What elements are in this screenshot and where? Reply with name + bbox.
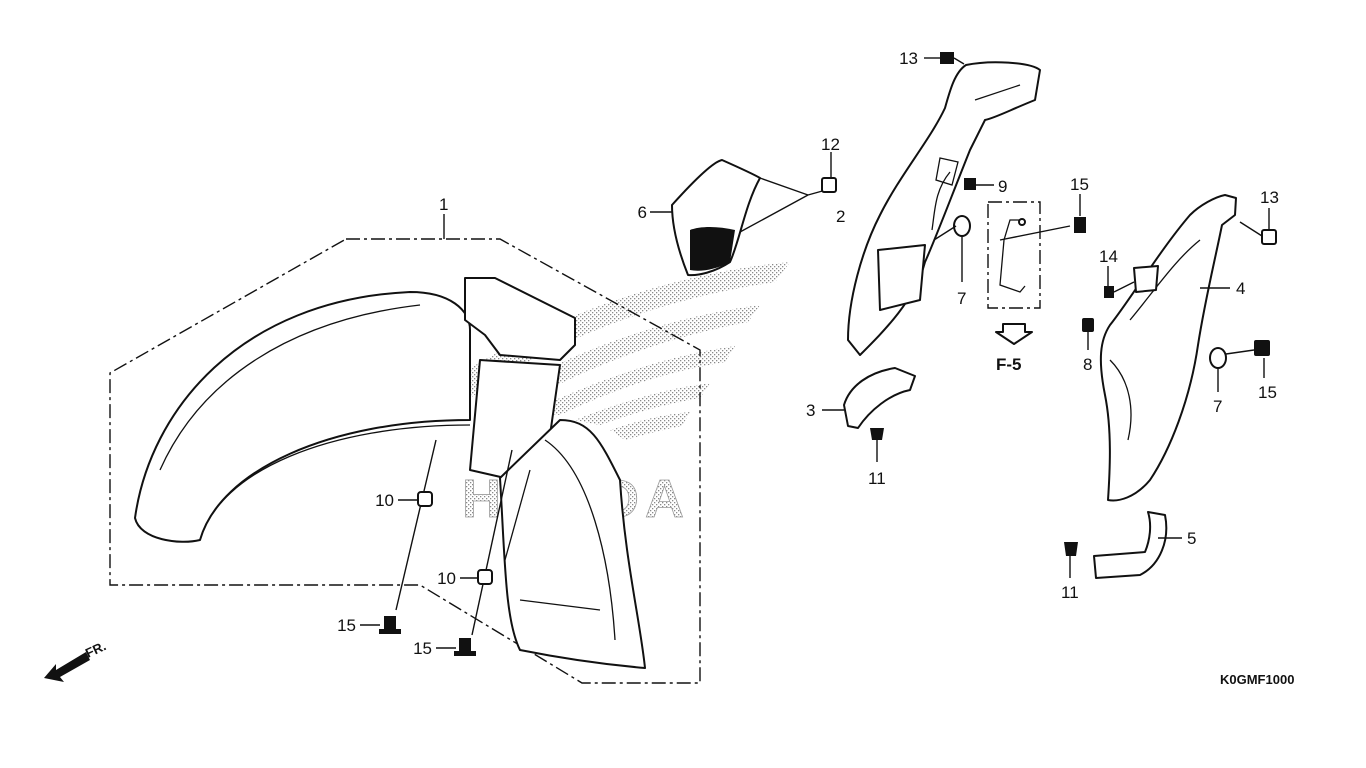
direction-label: FR. <box>83 638 108 660</box>
screw-11-left <box>870 428 884 462</box>
screw-11-right <box>1064 542 1078 578</box>
callout-8: 8 <box>1083 355 1092 374</box>
nut-10-upper <box>417 491 433 507</box>
bolt-15-center <box>454 638 476 656</box>
callout-1: 1 <box>439 195 448 214</box>
bolt-13-top <box>924 52 965 65</box>
inner-cover-left <box>822 367 916 429</box>
leaders-fender <box>360 214 513 649</box>
callout-9: 9 <box>998 177 1007 196</box>
nut-10-lower <box>477 569 493 585</box>
side-cover-left <box>847 61 1041 356</box>
front-direction-arrow <box>44 652 90 682</box>
clip-12 <box>821 152 837 193</box>
callout-6: 6 <box>638 203 647 222</box>
reference-label: F-5 <box>996 355 1022 374</box>
callout-15-right-upper: 15 <box>1070 175 1089 194</box>
bolt-15-right-upper <box>1074 194 1086 233</box>
side-cover-right <box>1099 194 1237 502</box>
callout-7-right: 7 <box>1213 397 1222 416</box>
bolt-15-left <box>379 616 401 634</box>
callout-13-right: 13 <box>1260 188 1279 207</box>
callout-7-left: 7 <box>957 289 966 308</box>
f5-arrow <box>995 323 1033 345</box>
callout-11-left: 11 <box>868 469 886 488</box>
washer-7-left <box>933 215 971 282</box>
front-fender <box>134 277 646 669</box>
diagram-code: K0GMF1000 <box>1220 672 1294 687</box>
callout-15-right-lower: 15 <box>1258 383 1277 402</box>
washer-7-right <box>1209 347 1255 392</box>
clip-9 <box>964 178 994 190</box>
screw-14 <box>1104 266 1135 298</box>
callout-2: 2 <box>836 207 845 226</box>
callout-12: 12 <box>821 135 840 154</box>
bolt-13-right <box>1239 208 1277 245</box>
clip-8 <box>1082 318 1094 350</box>
inner-cover-right <box>1093 511 1182 579</box>
fender-group-boundary <box>109 238 701 684</box>
front-emblem <box>650 159 827 277</box>
callout-15-center: 15 <box>413 639 432 658</box>
callout-11-right: 11 <box>1061 583 1079 602</box>
callout-10-lower: 10 <box>437 569 456 588</box>
callout-5: 5 <box>1187 529 1196 548</box>
bolt-15-right-lower <box>1254 340 1270 378</box>
callout-10-upper: 10 <box>375 491 394 510</box>
callout-13-top: 13 <box>899 49 918 68</box>
callout-3: 3 <box>806 401 815 420</box>
bracket-ref-box <box>987 201 1071 309</box>
callout-14: 14 <box>1099 247 1118 266</box>
callout-4: 4 <box>1236 279 1245 298</box>
callout-15-left: 15 <box>337 616 356 635</box>
